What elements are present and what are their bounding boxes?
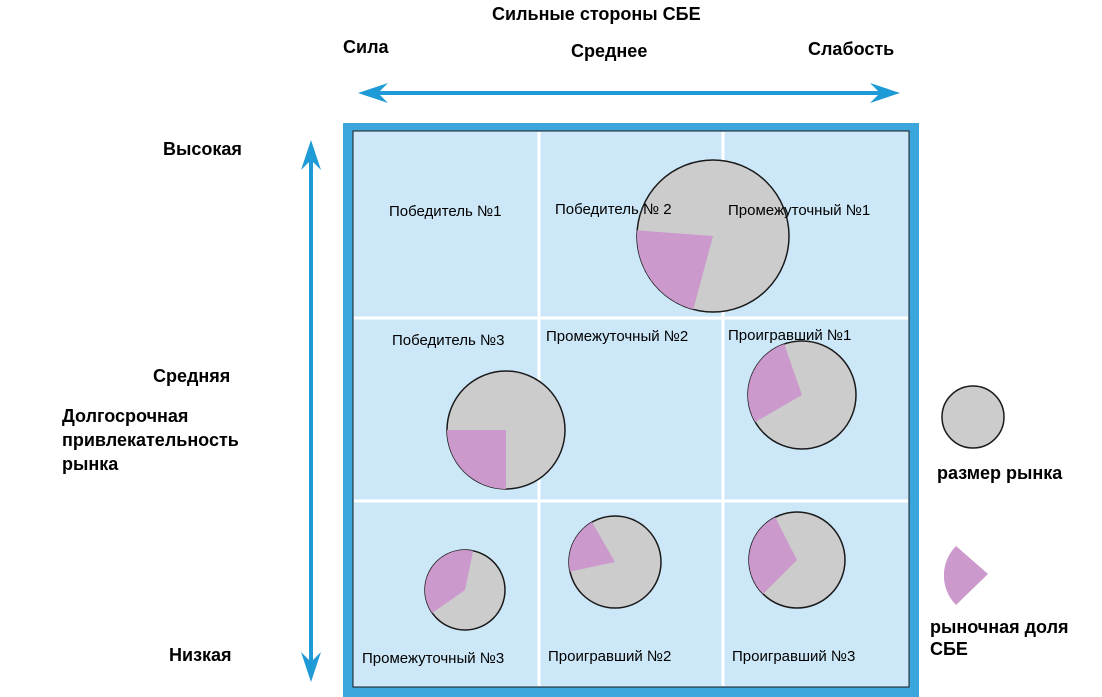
cell-label-intermediate-1: Промежуточный №1 (728, 202, 871, 219)
bubble-share-slice-1-2 (748, 344, 802, 422)
cell-label-intermediate-3: Промежуточный №3 (362, 650, 505, 667)
y-level-high: Высокая (163, 139, 242, 159)
legend-market-size-icon (941, 385, 1005, 449)
legend-market-share-icon (943, 546, 988, 605)
x-axis-title: Сильные стороны СБЕ (492, 4, 701, 24)
cell-label-loser-3: Проигравший №3 (732, 648, 856, 665)
y-level-medium: Средняя (153, 366, 231, 386)
cell-label-winner-2: Победитель № 2 (555, 201, 672, 218)
legend-market-share-label: рыночная доля СБЕ (930, 617, 1069, 659)
x-level-strength: Сила (343, 37, 389, 57)
cell-label-loser-2: Проигравший №2 (548, 648, 672, 665)
bubble-share-slice-2-0 (425, 550, 474, 613)
x-level-average: Среднее (571, 41, 648, 61)
y-axis-title: Долгосрочная привлекательность рынка (62, 406, 239, 474)
bubble-share-slice-0-1 (637, 230, 713, 310)
bubble-share-slice-1-0 (447, 430, 506, 489)
cell-label-intermediate-2: Промежуточный №2 (546, 328, 689, 345)
y-level-low: Низкая (169, 645, 232, 665)
x-axis-arrow (358, 83, 900, 103)
bubble-share-slice-2-2 (749, 517, 797, 594)
bubble-share-slice-2-1 (569, 522, 615, 572)
cell-label-winner-1: Победитель №1 (389, 203, 502, 220)
x-level-weakness: Слабость (808, 39, 895, 59)
cell-label-loser-1: Проигравший №1 (728, 327, 852, 344)
cell-label-winner-3: Победитель №3 (392, 332, 505, 349)
y-axis-arrow (301, 140, 321, 682)
legend-market-size-label: размер рынка (937, 463, 1063, 483)
bubbles (424, 159, 857, 631)
